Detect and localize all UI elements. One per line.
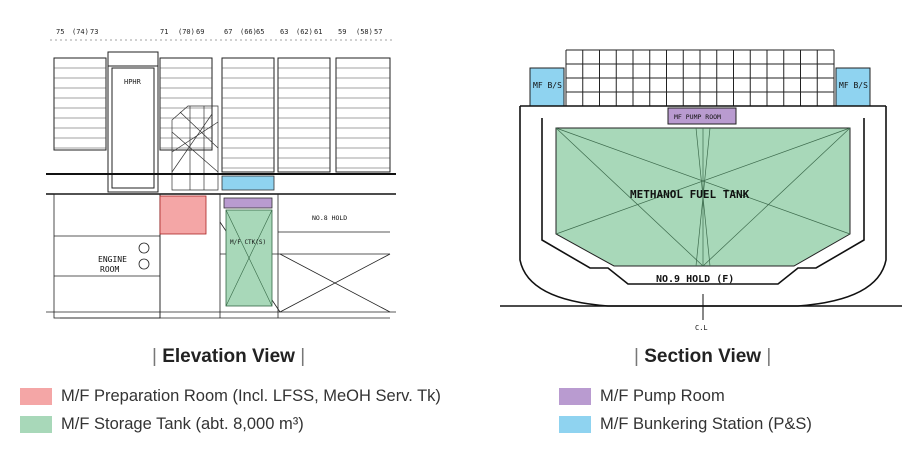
fuel-tank-label: METHANOL FUEL TANK <box>630 188 750 201</box>
bunkering-label-right: MF B/S <box>839 81 868 90</box>
frame-number: 65 <box>256 28 264 36</box>
bay-block <box>277 57 331 173</box>
frame-number: (70) <box>178 28 195 36</box>
elevation-view-drawing: 75 (74)73 71 (70)69 67 (66)65 63 (62)61 59 (58)57… <box>40 22 400 334</box>
caption-separator: | <box>766 346 772 367</box>
hold-label: NO.8 HOLD <box>312 214 347 222</box>
caption-separator: | <box>634 346 639 367</box>
pump-room-label: MF PUMP ROOM <box>674 113 721 121</box>
legend-swatch <box>559 388 591 405</box>
legend-item-preparation-room: M/F Preparation Room (Incl. LFSS, MeOH S… <box>20 387 441 406</box>
container-bays <box>53 57 391 173</box>
legend-swatch <box>20 388 52 405</box>
frame-number: (66) <box>240 28 257 36</box>
pump-room-highlight <box>223 197 273 209</box>
elevation-view-title: Elevation View <box>162 346 295 367</box>
bay-block <box>159 57 213 151</box>
bay-block <box>335 57 391 173</box>
legend-label: M/F Preparation Room (Incl. LFSS, MeOH S… <box>61 387 441 405</box>
fuel-tank-diagonals <box>555 127 851 267</box>
legend-item-storage-tank: M/F Storage Tank (abt. 8,000 m³) <box>20 415 304 434</box>
frame-number: 67 <box>224 28 232 36</box>
legend-label: M/F Storage Tank (abt. 8,000 m³) <box>61 415 304 433</box>
frame-number: 73 <box>90 28 98 36</box>
legend-label: M/F Pump Room <box>600 387 725 405</box>
elevation-view-caption: | Elevation View | <box>152 346 305 368</box>
legend-item-pump-room: M/F Pump Room <box>559 387 725 406</box>
caption-separator: | <box>300 346 306 367</box>
bunkering-label-left: MF B/S <box>533 81 562 90</box>
frame-number: 63 <box>280 28 288 36</box>
bay-rows <box>54 67 390 169</box>
storage-tank-label: M/F CTK(S) <box>230 239 266 246</box>
container-grid <box>565 49 835 107</box>
frame-number: 57 <box>374 28 382 36</box>
legend-swatch <box>20 416 52 433</box>
preparation-room-highlight <box>159 195 207 235</box>
centerline-label: C.L <box>695 324 708 332</box>
frame-number: 71 <box>160 28 168 36</box>
section-view-title: Section View <box>644 346 762 367</box>
caption-separator: | <box>152 346 157 367</box>
frame-number: (62) <box>296 28 313 36</box>
section-view-drawing: MF B/S MF B/S MF PUMP ROOM METHANOL FUEL… <box>498 40 908 336</box>
frame-number: (74) <box>72 28 89 36</box>
engine-room-label-2: ROOM <box>100 265 119 274</box>
frame-number: 61 <box>314 28 322 36</box>
storage-tank-cross <box>225 209 273 307</box>
hatched-area <box>171 105 219 191</box>
pump-room-highlight <box>667 107 737 125</box>
frame-number: 75 <box>56 28 64 36</box>
section-view-caption: | Section View | <box>634 346 771 368</box>
frame-number: 69 <box>196 28 204 36</box>
elevation-view-svg: 75 (74)73 71 (70)69 67 (66)65 63 (62)61 59 (58)57… <box>46 28 396 319</box>
bunkering-station-highlight <box>221 175 275 191</box>
engine-room-label: ENGINE <box>98 255 127 264</box>
legend-label: M/F Bunkering Station (P&S) <box>600 415 812 433</box>
bay-block <box>221 57 275 173</box>
legend-swatch <box>559 416 591 433</box>
bunkering-station-right <box>835 67 871 107</box>
frame-number: 59 <box>338 28 346 36</box>
deckhouse-label: HPHR <box>124 78 142 86</box>
deckhouse <box>107 51 159 193</box>
hold-label: NO.9 HOLD (F) <box>656 274 734 285</box>
legend-item-bunkering-station: M/F Bunkering Station (P&S) <box>559 415 812 434</box>
bay-block <box>53 57 107 151</box>
frame-number: (58) <box>356 28 373 36</box>
section-view-svg: MF B/S MF B/S MF PUMP ROOM METHANOL FUEL… <box>500 49 902 332</box>
frame-numbers: 75 (74)73 71 (70)69 67 (66)65 63 (62)61 59 (58)57 <box>50 28 392 41</box>
